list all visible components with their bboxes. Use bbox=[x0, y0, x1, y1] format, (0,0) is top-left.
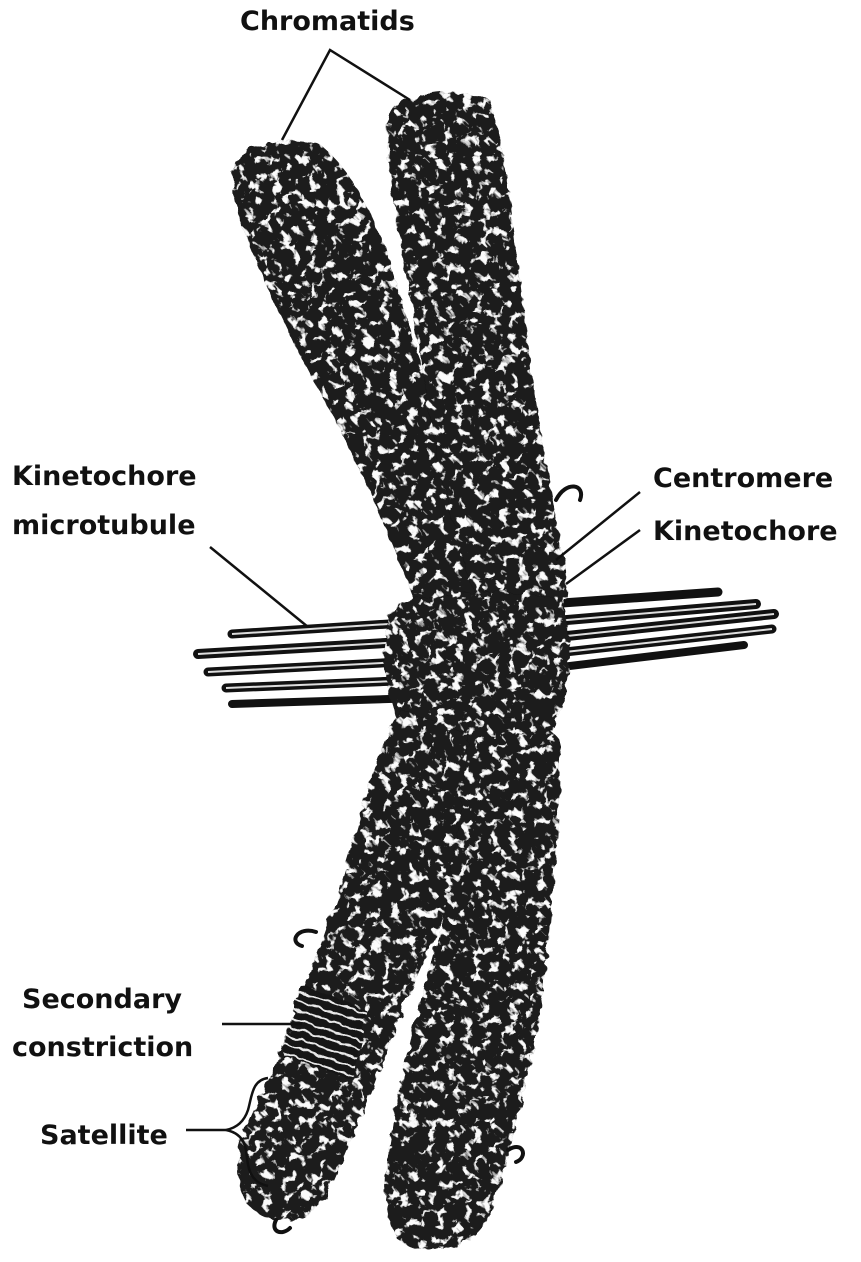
label-kinetochore: Kinetochore bbox=[653, 516, 838, 547]
label-chromatids: Chromatids bbox=[240, 6, 415, 37]
label-secondary-constriction-line2: constriction bbox=[12, 1032, 193, 1063]
label-secondary-constriction-line1: Secondary bbox=[22, 984, 182, 1015]
kinetochore-leader bbox=[566, 530, 640, 584]
kinetochore-microtubule-leader bbox=[210, 547, 308, 627]
label-centromere: Centromere bbox=[653, 463, 833, 494]
label-kinetochore-microtubule-line2: microtubule bbox=[12, 510, 196, 541]
label-kinetochore-microtubule-line1: Kinetochore bbox=[12, 461, 197, 492]
label-satellite: Satellite bbox=[40, 1120, 168, 1151]
centromere-leader bbox=[556, 492, 640, 560]
